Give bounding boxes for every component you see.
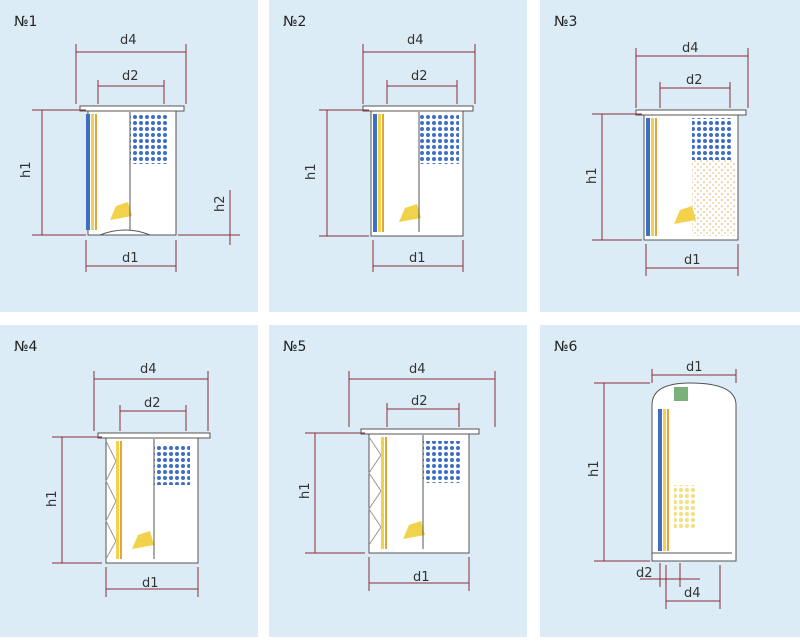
panel-label: №2 <box>283 14 307 30</box>
dim-d2: d2 <box>411 69 428 84</box>
diagram-panel-3: №3 d4 d2 h1 d1 <box>540 0 800 312</box>
diagram-panel-6: №6 d1 h1 d2 d4 <box>540 325 800 637</box>
dim-d4: d4 <box>409 362 426 377</box>
filter-drawing-6: d1 h1 d2 d4 <box>587 360 737 609</box>
dim-h1: h1 <box>298 482 313 499</box>
panel-label: №4 <box>14 339 38 355</box>
dim-d4: d4 <box>120 33 137 48</box>
dim-h2: h2 <box>213 195 228 212</box>
dim-d2: d2 <box>144 396 161 411</box>
dim-h1: h1 <box>304 163 319 180</box>
diagram-panel-2: №2 d4 d2 h1 d1 <box>269 0 527 312</box>
filter-drawing-2: d4 d2 h1 d1 <box>304 33 476 272</box>
filter-drawing-3: d4 d2 h1 d1 <box>585 41 749 276</box>
diagram-panel-4: №4 d4 d2 h1 d1 <box>0 325 258 637</box>
panel-label: №6 <box>554 339 578 355</box>
filter-drawing-4: d4 d2 h1 d1 <box>45 362 211 597</box>
panel-label: №1 <box>14 14 38 30</box>
dim-d4: d4 <box>682 41 699 56</box>
diagram-panel-5: №5 d4 d2 h1 d1 <box>269 325 527 637</box>
dim-d1: d1 <box>413 570 430 585</box>
dim-d4: d4 <box>407 33 424 48</box>
dim-d1: d1 <box>122 251 139 266</box>
panel-label: №5 <box>283 339 307 355</box>
dim-d1: d1 <box>409 251 426 266</box>
dim-d1: d1 <box>142 576 159 591</box>
filter-drawing-5: d4 d2 h1 d1 <box>298 362 496 591</box>
dim-h1: h1 <box>45 490 60 507</box>
dim-h1: h1 <box>19 161 34 178</box>
diagram-panel-1: №1 d4 d2 h1 h2 d1 <box>0 0 258 312</box>
dim-d2: d2 <box>686 73 703 88</box>
panel-label: №3 <box>554 14 578 30</box>
dim-d1: d1 <box>686 360 703 375</box>
dim-d2: d2 <box>636 566 653 581</box>
dim-d2: d2 <box>411 394 428 409</box>
dim-h1: h1 <box>587 460 602 477</box>
filter-drawing-1: d4 d2 h1 h2 d1 <box>19 33 240 272</box>
dim-d4: d4 <box>684 586 701 601</box>
dim-d4: d4 <box>140 362 157 377</box>
dim-h1: h1 <box>585 167 600 184</box>
dim-d1: d1 <box>684 253 701 268</box>
dim-d2: d2 <box>122 69 139 84</box>
